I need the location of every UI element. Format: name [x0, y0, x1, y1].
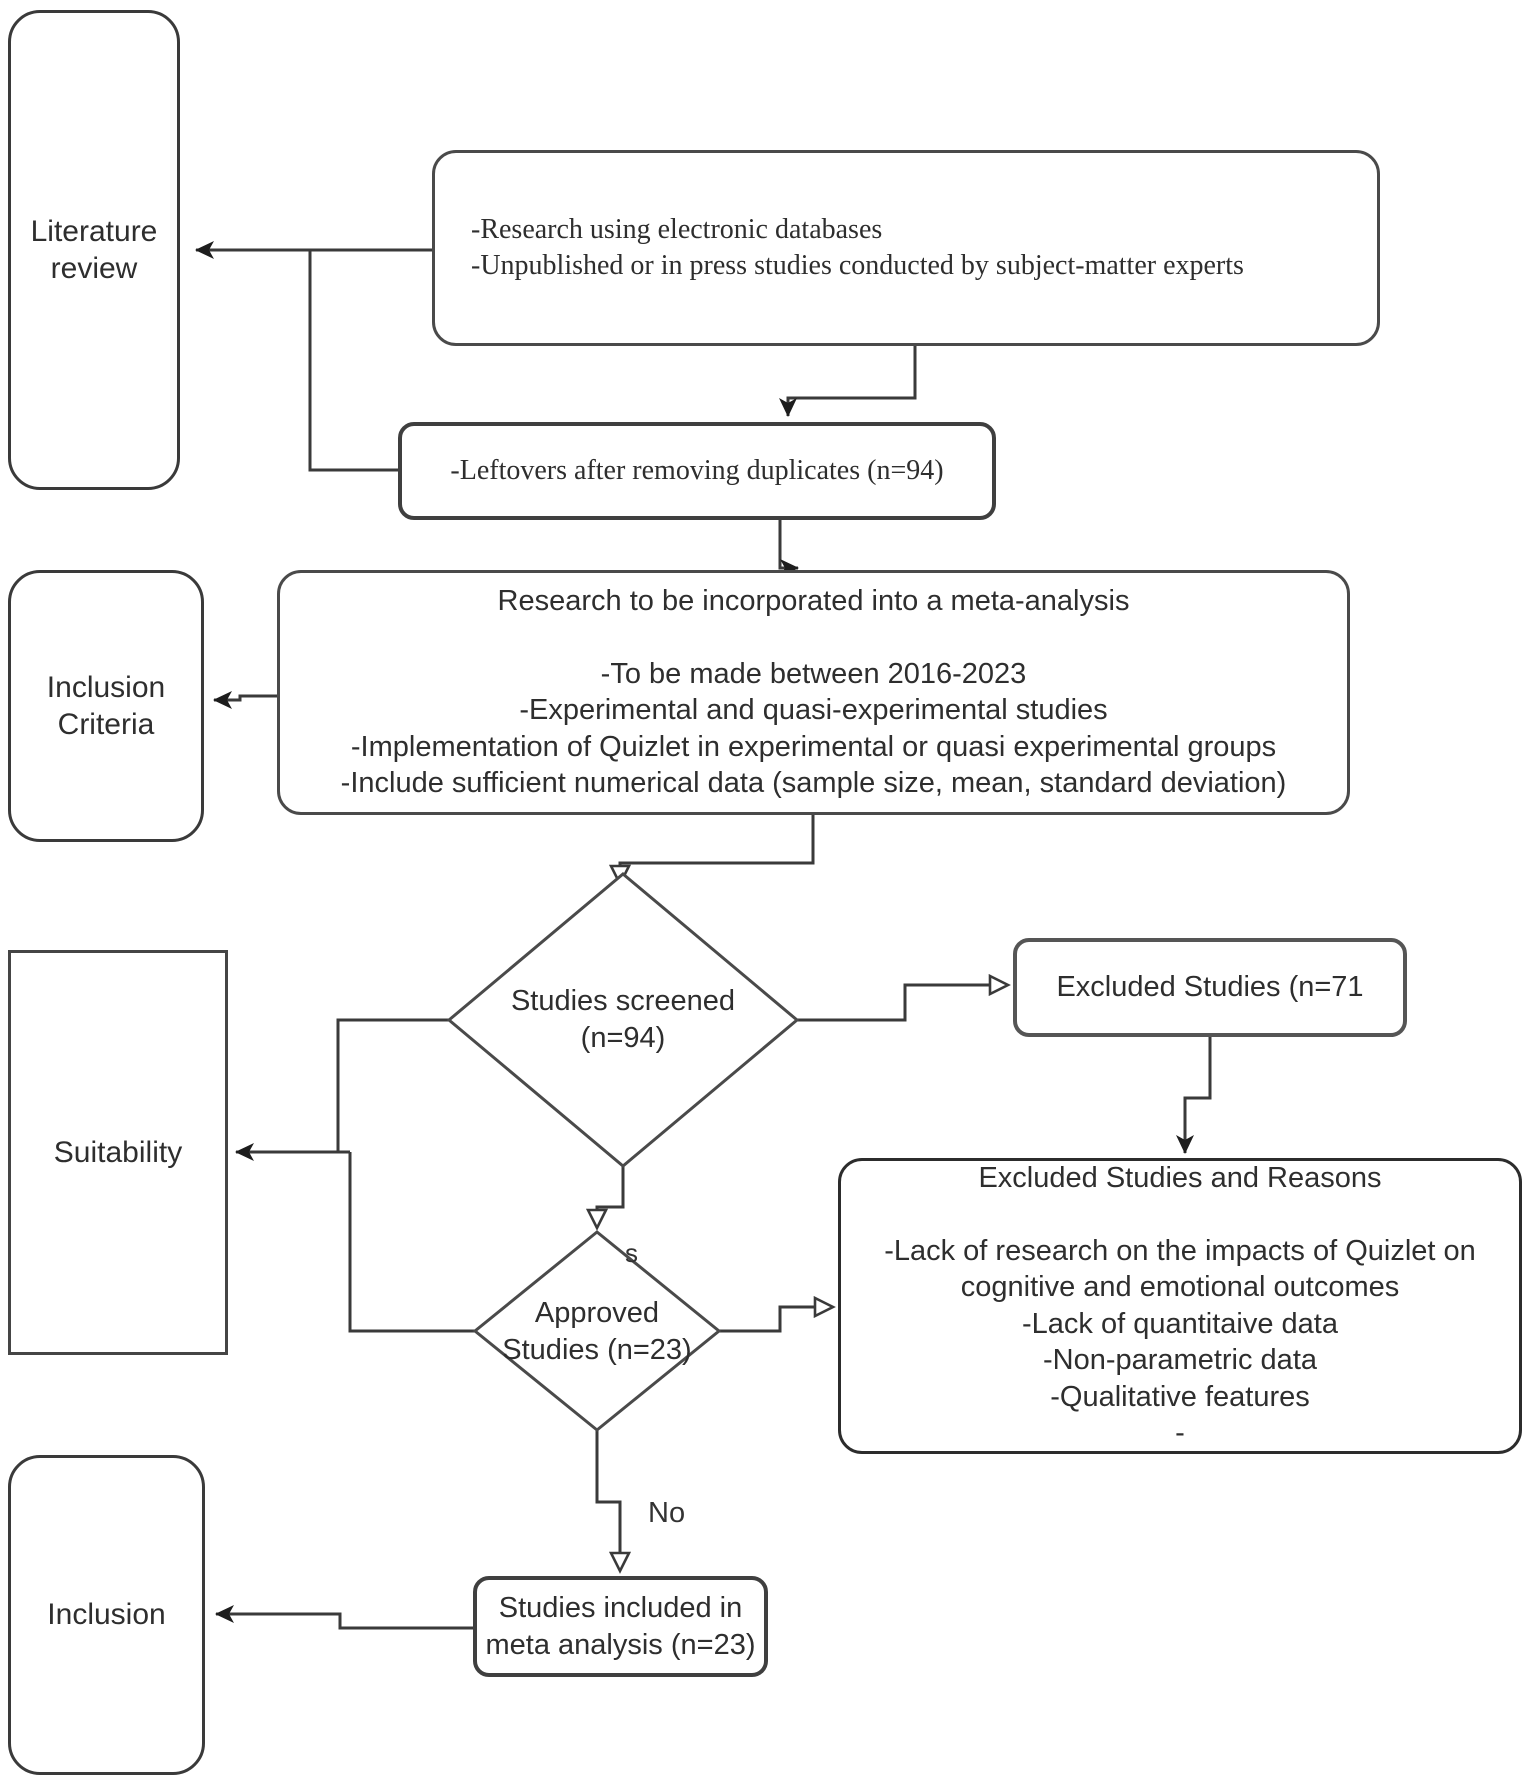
- search-sources-box: -Research using electronic databases -Un…: [432, 150, 1380, 346]
- edge-label-yes: s: [625, 1238, 638, 1268]
- excluded-reasons-title: Excluded Studies and Reasons: [978, 1162, 1382, 1195]
- stage-box-inclusion-criteria: Inclusion Criteria: [8, 570, 204, 842]
- approved-studies-diamond: [472, 1230, 722, 1432]
- edge-label-no: No: [648, 1497, 686, 1529]
- meta-criteria-line-1: -To be made between 2016-2023: [600, 657, 1027, 690]
- meta-criteria-line-3: -Implementation of Quizlet in experiment…: [350, 730, 1277, 763]
- stage-box-suitability: Suitability: [8, 950, 228, 1355]
- meta-criteria-line-4: -Include sufficient numerical data (samp…: [340, 767, 1287, 800]
- search-sources-line-1: -Research using electronic databases: [471, 213, 883, 245]
- approved-studies-line-1: Approved: [534, 1296, 660, 1329]
- search-sources-line-2: -Unpublished or in press studies conduct…: [471, 250, 1244, 281]
- edge-studies-screened-to-suitability-stem: [336, 1018, 451, 1152]
- edge-studies-screened-to-approved-studies: [597, 1166, 625, 1228]
- edge-meta-criteria-to-inclusion-criteria: [213, 691, 277, 709]
- excluded-reasons-line-1: -Lack of research on the impacts of Quiz…: [884, 1234, 1476, 1267]
- excluded-reasons-line-3: -Lack of quantitaive data: [1022, 1307, 1338, 1340]
- stage-label-suitability: Suitability: [53, 1135, 183, 1169]
- stage-label-literature-review: Literature review: [30, 214, 158, 286]
- edge-meta-criteria-to-studies-screened: [620, 815, 815, 884]
- meta-criteria-line-2: -Experimental and quasi-experimental stu…: [519, 694, 1108, 727]
- edge-approved-studies-to-reasons: [719, 1307, 833, 1333]
- approved-studies-text: Approved Studies (n=23): [447, 1262, 747, 1402]
- studies-included-line-2: meta analysis (n=23): [485, 1628, 756, 1661]
- duplicates-removed-label: -Leftovers after removing duplicates (n=…: [450, 454, 944, 486]
- excluded-studies-box: Excluded Studies (n=71: [1013, 938, 1407, 1037]
- studies-included-line-1: Studies included in: [498, 1591, 743, 1624]
- edge-approved-studies-to-suitability-stem: [348, 1152, 475, 1333]
- edge-leftovers-to-meta-criteria: [778, 520, 799, 577]
- stage-box-inclusion: Inclusion: [8, 1455, 205, 1775]
- edge-excluded-studies-to-reasons: [1176, 1037, 1212, 1154]
- approved-studies-line-2: Studies (n=23): [502, 1334, 692, 1366]
- excluded-reasons-line-5: -Qualitative features: [1050, 1380, 1310, 1413]
- stage-label-inclusion: Inclusion: [47, 1598, 166, 1632]
- duplicates-removed-box: -Leftovers after removing duplicates (n=…: [398, 422, 996, 520]
- edge-approved-studies-to-studies-included: [595, 1430, 620, 1571]
- studies-screened-diamond: [446, 872, 800, 1168]
- studies-screened-text: Studies screened (n=94): [473, 950, 773, 1090]
- excluded-studies-label: Excluded Studies (n=71: [1056, 971, 1364, 1004]
- meta-criteria-box: Research to be incorporated into a meta-…: [277, 570, 1350, 815]
- excluded-reasons-line-6: -: [1175, 1417, 1185, 1450]
- excluded-reasons-line-2: cognitive and emotional outcomes: [960, 1271, 1400, 1304]
- edge-junction-to-leftovers: [308, 251, 398, 472]
- meta-criteria-title: Research to be incorporated into a meta-…: [497, 585, 1130, 618]
- stage-box-literature-review: Literature review: [8, 10, 180, 490]
- edge-studies-included-to-inclusion: [215, 1605, 473, 1630]
- studies-screened-line-1: Studies screened: [510, 984, 736, 1017]
- stage-label-inclusion-criteria: Inclusion Criteria: [46, 670, 166, 742]
- studies-screened-line-2: (n=94): [580, 1022, 666, 1054]
- edge-sources-to-leftovers: [779, 346, 917, 417]
- studies-included-box: Studies included in meta analysis (n=23): [473, 1576, 768, 1677]
- edge-studies-screened-to-excluded-studies: [795, 985, 1008, 1022]
- excluded-reasons-box: Excluded Studies and Reasons -Lack of re…: [838, 1158, 1522, 1454]
- excluded-reasons-line-4: -Non-parametric data: [1043, 1344, 1317, 1377]
